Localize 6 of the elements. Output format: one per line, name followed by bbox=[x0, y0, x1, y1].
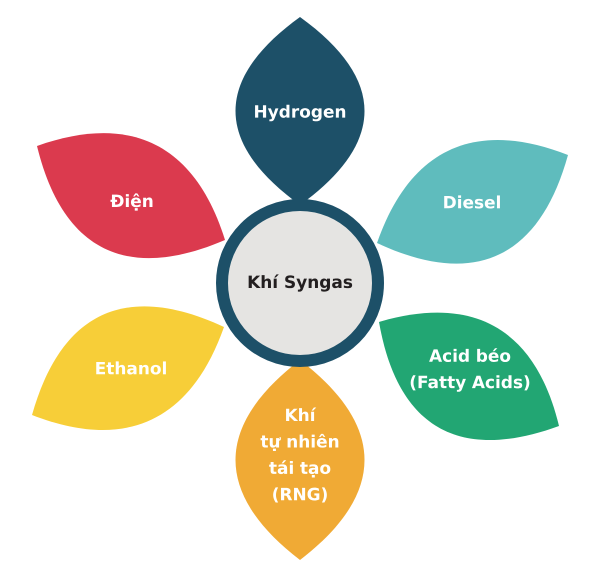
leaf-petal: Ethanol bbox=[32, 306, 224, 430]
leaf-petal: Hydrogen bbox=[236, 17, 364, 205]
leaf-petal: Diesel bbox=[377, 140, 568, 264]
leaf-petal: Acid béo (Fatty Acids) bbox=[379, 312, 559, 440]
leaf-petal: Điện bbox=[37, 133, 225, 258]
leaf-petal: Khí tự nhiên tái tạo (RNG) bbox=[236, 360, 364, 560]
